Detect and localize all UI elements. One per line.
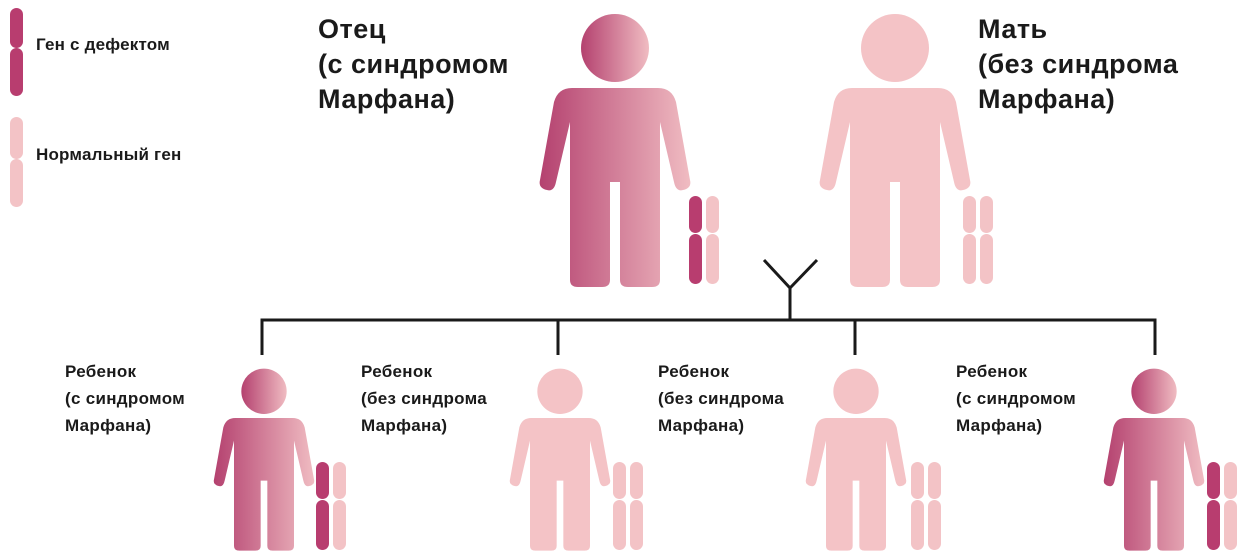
child-label-line1: Ребенок bbox=[65, 358, 185, 385]
child-label-line2: (без синдрома bbox=[361, 385, 487, 412]
child-4-label: Ребенок (с синдромом Марфана) bbox=[956, 358, 1076, 439]
child-label-line3: Марфана) bbox=[361, 412, 487, 439]
child-label-line2: (без синдрома bbox=[658, 385, 784, 412]
child-3-label: Ребенок (без синдрома Марфана) bbox=[658, 358, 784, 439]
child-2-chromosomes bbox=[610, 460, 646, 552]
child-label-line3: Марфана) bbox=[956, 412, 1076, 439]
child-1-label: Ребенок (с синдромом Марфана) bbox=[65, 358, 185, 439]
child-2-figure bbox=[510, 366, 610, 552]
child-1-chromosomes bbox=[313, 460, 349, 552]
child-label-line1: Ребенок bbox=[361, 358, 487, 385]
child-4-figure bbox=[1104, 366, 1204, 552]
child-4-chromosomes bbox=[1204, 460, 1240, 552]
child-label-line2: (с синдромом bbox=[65, 385, 185, 412]
child-3-figure bbox=[806, 366, 906, 552]
child-label-line1: Ребенок bbox=[956, 358, 1076, 385]
child-label-line3: Марфана) bbox=[65, 412, 185, 439]
child-label-line3: Марфана) bbox=[658, 412, 784, 439]
child-label-line2: (с синдромом bbox=[956, 385, 1076, 412]
child-2-label: Ребенок (без синдрома Марфана) bbox=[361, 358, 487, 439]
child-3-chromosomes bbox=[908, 460, 944, 552]
child-1-figure bbox=[214, 366, 314, 552]
child-label-line1: Ребенок bbox=[658, 358, 784, 385]
